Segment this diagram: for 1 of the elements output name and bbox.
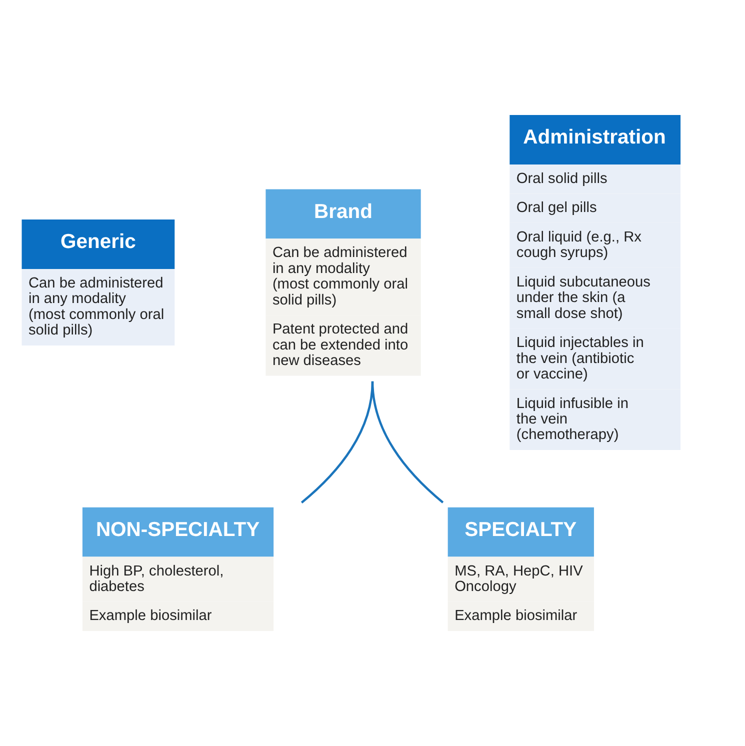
connector	[371, 381, 444, 504]
